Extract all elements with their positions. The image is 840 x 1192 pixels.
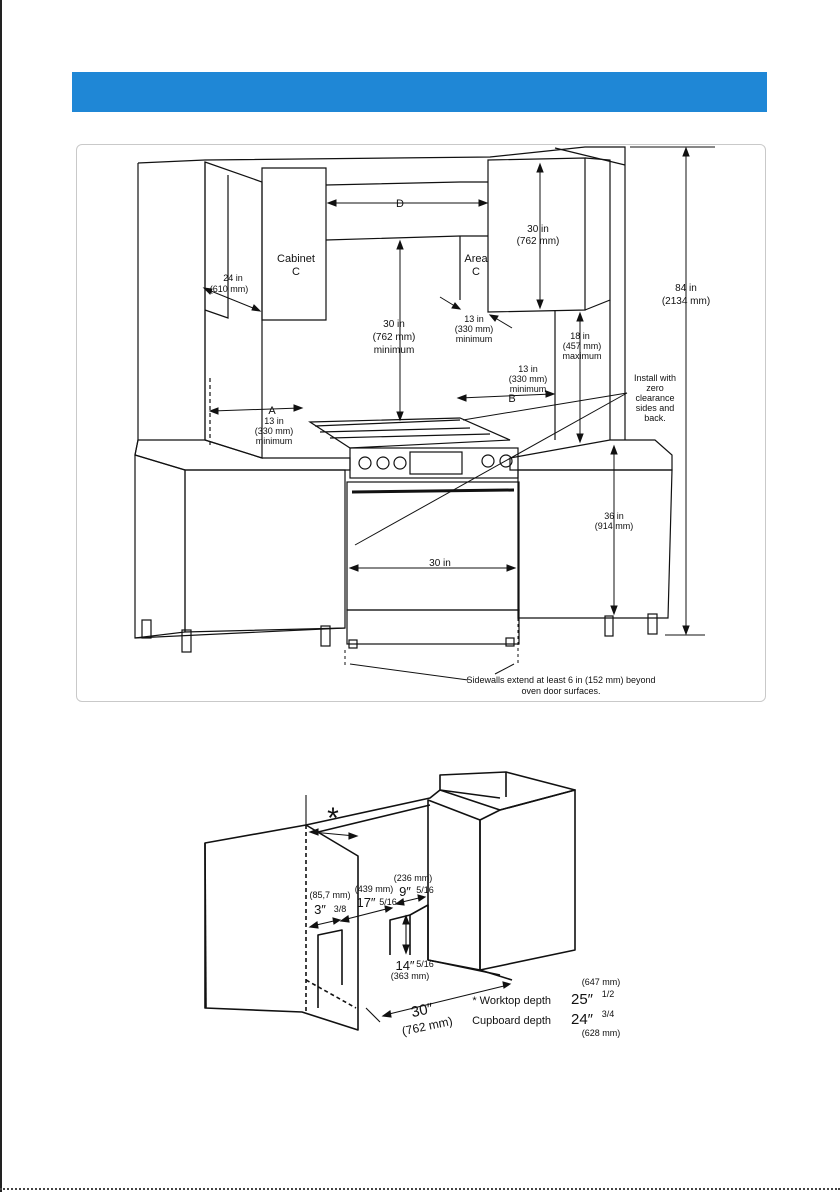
- total-height-in: 84 in: [675, 283, 697, 294]
- side-depth-mm: (610 mm): [210, 284, 249, 294]
- dim-2-mm: (439 mm): [355, 884, 394, 894]
- dim-3-mm: (236 mm): [394, 873, 433, 883]
- cooktop-clearance-in: 30 in: [383, 319, 405, 330]
- cupboard-mm: (628 mm): [582, 1028, 621, 1038]
- zero-clearance-line-2: zero: [646, 383, 664, 393]
- upper-depth-min: minimum: [456, 334, 493, 344]
- installation-figure-frame: [76, 144, 766, 702]
- zero-clearance-line-5: back.: [644, 413, 666, 423]
- dim-1-mm: (85,7 mm): [309, 890, 350, 900]
- cupboard-in: 24″: [571, 1011, 594, 1028]
- cooktop-clearance-mm: (762 mm): [373, 332, 416, 343]
- dim-1-frac: 3/8: [334, 904, 347, 914]
- zero-clearance-line-1: Install with: [634, 373, 676, 383]
- right-clearance-min: minimum: [510, 384, 547, 394]
- installation-dimensions: [202, 146, 715, 681]
- zero-clearance-line-3: clearance: [635, 393, 674, 403]
- zero-clearance-line-4: sides and: [636, 403, 675, 413]
- upper-height-in: 30 in: [527, 224, 549, 235]
- upper-depth-mm: (330 mm): [455, 324, 494, 334]
- dim-3-frac: 5/16: [416, 885, 434, 895]
- right-clearance-in: 13 in: [518, 364, 538, 374]
- worktop-mm: (647 mm): [582, 977, 621, 987]
- cutout-dimensions: [305, 795, 512, 1023]
- dim-2-frac: 5/16: [379, 897, 397, 907]
- dim-2-in: 17″: [356, 895, 375, 910]
- upper-depth-in: 13 in: [464, 314, 484, 324]
- cutout-line-art: [204, 771, 576, 1031]
- dimension-a-label: A: [268, 405, 276, 417]
- dimension-d-label: D: [396, 198, 404, 210]
- cabinet-label: Cabinet: [277, 253, 315, 265]
- counter-height-in: 36 in: [604, 511, 624, 521]
- cupboard-label: Cupboard depth: [472, 1015, 551, 1027]
- dim-4-mm: (363 mm): [391, 971, 430, 981]
- left-clearance-mm: (330 mm): [255, 426, 294, 436]
- right-clearance-mm: (330 mm): [509, 374, 548, 384]
- sidewalls-note-line-2: oven door surfaces.: [521, 686, 600, 696]
- cooktop-clearance-min: minimum: [374, 345, 415, 356]
- area-label: Area: [464, 253, 488, 265]
- width-in: 30″: [410, 1000, 436, 1021]
- cupboard-frac: 3/4: [602, 1009, 615, 1019]
- upper-height-mm: (762 mm): [517, 236, 560, 247]
- dim-4-frac: 5/16: [416, 959, 434, 969]
- page-bottom-edge: [0, 1188, 840, 1190]
- backsplash-mm: (457 mm): [563, 341, 602, 351]
- left-clearance-in: 13 in: [264, 416, 284, 426]
- area-letter: C: [472, 266, 480, 278]
- left-clearance-min: minimum: [256, 436, 293, 446]
- range-width-label: 30 in: [429, 558, 451, 569]
- sidewalls-note-line-1: Sidewalls extend at least 6 in (152 mm) …: [466, 675, 655, 685]
- dimension-b-label: B: [508, 393, 515, 405]
- worktop-frac: 1/2: [602, 989, 615, 999]
- backsplash-max: maximum: [562, 351, 601, 361]
- cabinet-letter: C: [292, 266, 300, 278]
- side-depth-in: 24 in: [223, 273, 243, 283]
- dim-1-in: 3″: [314, 902, 326, 917]
- counter-height-mm: (914 mm): [595, 521, 634, 531]
- backsplash-in: 18 in: [570, 331, 590, 341]
- worktop-label: * Worktop depth: [472, 995, 551, 1007]
- total-height-mm: (2134 mm): [662, 296, 710, 307]
- dim-3-in: 9″: [399, 884, 411, 899]
- dim-4-in: 14″: [395, 958, 414, 973]
- installation-line-art: [134, 146, 673, 653]
- page-left-edge: [0, 0, 2, 1192]
- section-header-bar: [72, 72, 767, 112]
- worktop-in: 25″: [571, 991, 594, 1008]
- cutout-asterisk: *: [327, 802, 339, 835]
